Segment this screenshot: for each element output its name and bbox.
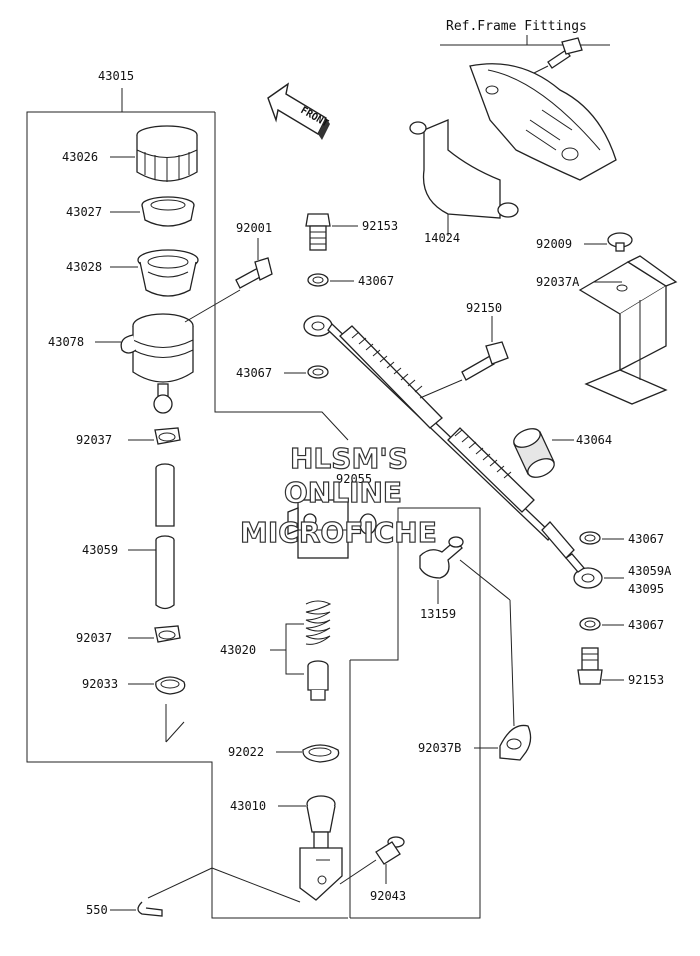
label-92150: 92150 (466, 301, 502, 315)
label-43067-right-a: 43067 (628, 532, 664, 546)
reservoir-43078 (120, 313, 194, 414)
clamp-92037B (499, 724, 532, 761)
watermark-line-3: MICROFICHE (240, 516, 437, 549)
assembly-outline (26, 88, 481, 919)
label-14024: 14024 (424, 231, 460, 245)
label-92022: 92022 (228, 745, 264, 759)
spring-43020 (305, 600, 332, 701)
diaphragm-43028 (137, 249, 199, 297)
label-550: 550 (86, 903, 108, 917)
label-43028: 43028 (66, 260, 102, 274)
label-43015: 43015 (98, 69, 134, 83)
label-92009: 92009 (536, 237, 572, 251)
label-43026: 43026 (62, 150, 98, 164)
label-43010: 43010 (230, 799, 266, 813)
bolt-92001 (235, 257, 273, 289)
front-arrow-icon: FRONT (267, 82, 330, 140)
damper-43064 (513, 428, 555, 478)
label-92037-upper: 92037 (76, 433, 112, 447)
label-92055: 92055 (336, 472, 372, 486)
watermark-line-1: HLSM'S (290, 442, 408, 475)
fitting-13159 (419, 536, 464, 579)
label-13159: 13159 (420, 607, 456, 621)
cap-43026 (136, 125, 198, 182)
label-43078: 43078 (48, 335, 84, 349)
circlip-92033 (155, 676, 186, 695)
push-rod-43010 (299, 795, 343, 901)
snap-ring-92022 (302, 744, 340, 763)
label-92033: 92033 (82, 677, 118, 691)
gasket-43067-top-b (307, 365, 329, 379)
pin-92043 (375, 836, 405, 865)
bolt-92150 (461, 341, 509, 381)
label-43027: 43027 (66, 205, 102, 219)
cotter-pin-550 (137, 901, 163, 917)
label-92153-bottom: 92153 (628, 673, 664, 687)
gasket-43067-top-a (307, 273, 329, 287)
clamp-92037-upper (154, 427, 181, 445)
master-cylinder-92055 (287, 499, 377, 559)
label-92043: 92043 (370, 889, 406, 903)
label-43064: 43064 (576, 433, 612, 447)
cover-14024 (409, 63, 617, 219)
label-43067-top-a: 43067 (358, 274, 394, 288)
gasket-43067-right-a (579, 531, 601, 545)
clamp-92037-lower (154, 625, 181, 643)
label-43020: 43020 (220, 643, 256, 657)
ref-frame-fittings-label: Ref.Frame Fittings (446, 19, 587, 34)
label-92001: 92001 (236, 221, 272, 235)
banjo-bolt-92153-bottom (577, 647, 603, 685)
bracket-92037A (578, 255, 678, 405)
banjo-bolt-92153-top (305, 213, 331, 251)
label-43095: 43095 (628, 582, 664, 596)
screw-92009 (607, 232, 633, 252)
label-43059A: 43059A (628, 564, 672, 578)
diaphragm-plate-43027 (141, 196, 195, 227)
label-43067-right-b: 43067 (628, 618, 664, 632)
brake-hose-assembly (303, 315, 603, 589)
label-92037B: 92037B (418, 741, 461, 755)
label-92037A: 92037A (536, 275, 580, 289)
gasket-43067-right-b (579, 617, 601, 631)
hose-43059 (155, 463, 175, 610)
label-43067-top-b: 43067 (236, 366, 272, 380)
label-92037-lower: 92037 (76, 631, 112, 645)
label-43059: 43059 (82, 543, 118, 557)
frame-fitting-bolt-icon (547, 37, 583, 69)
label-92153-top: 92153 (362, 219, 398, 233)
watermark-line-2: ONLINE (284, 476, 402, 509)
